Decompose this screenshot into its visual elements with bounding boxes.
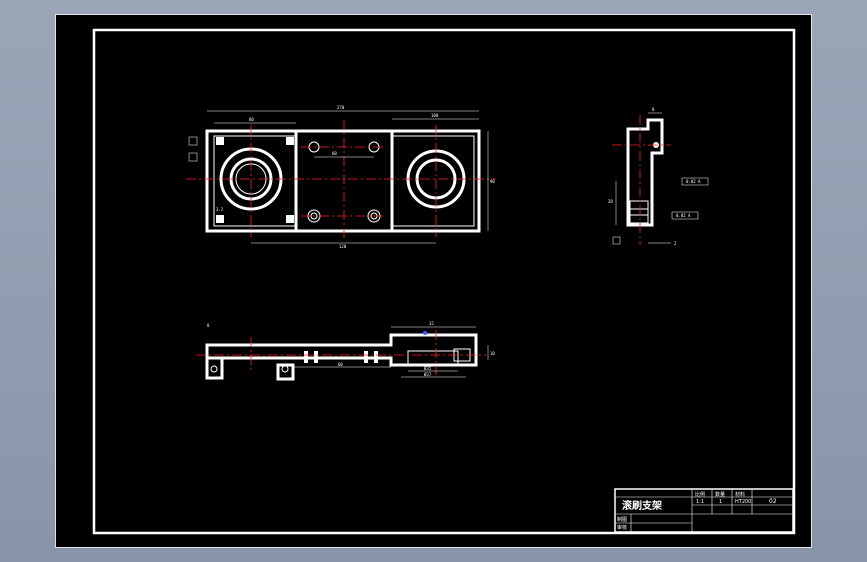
- front-view: 32 8 60 Ø35 Ø37 10: [196, 321, 495, 381]
- dim-side-top: 8: [652, 107, 655, 112]
- side-view-slot: [629, 200, 649, 224]
- tol-1: 0.02 A: [686, 179, 701, 184]
- dim-bottom: 120: [339, 244, 347, 249]
- top-view-outline: [205, 129, 481, 233]
- side-view: 8 0.02 A 0.02 A 28 2: [608, 107, 709, 246]
- dim-height: 90: [490, 179, 495, 184]
- dim-front-left: 8: [207, 323, 210, 328]
- dim-front-right-1: Ø35: [424, 366, 432, 371]
- front-mid-foot: [276, 363, 295, 381]
- top-view: 270 80 100 120 60 90 3.2: [186, 105, 496, 249]
- tb-col-material: 材料: [735, 491, 745, 498]
- tb-col-scale: 比例: [695, 491, 705, 498]
- dim-right-part: 100: [431, 113, 439, 118]
- dim-side-height: 28: [608, 199, 613, 204]
- dim-front-right-2: Ø37: [424, 372, 432, 377]
- part-name: 滚刷支架: [622, 499, 662, 512]
- dim-front-middle: 60: [338, 362, 343, 367]
- title-block: 滚刷支架 比例 数量 材料 1:1 1 HT200 02 制图 审核: [614, 488, 794, 533]
- front-left-foot: [205, 356, 224, 380]
- dim-front-right-height: 10: [490, 351, 495, 356]
- dim-side-bottom: 2: [674, 241, 677, 246]
- cursor-marker: [423, 331, 427, 335]
- tb-row-checked: 审核: [617, 524, 627, 531]
- dim-overall: 270: [337, 105, 345, 110]
- tb-row-drawn: 制图: [617, 516, 627, 523]
- top-view-right-inner: [391, 135, 475, 227]
- side-view-outline: [626, 118, 664, 227]
- dim-center: 60: [332, 151, 337, 156]
- dim-chamfer: 3.2: [216, 207, 224, 212]
- front-view-body: [205, 333, 478, 367]
- tol-2: 0.02 A: [676, 213, 691, 218]
- drawing-canvas: 270 80 100 120 60 90 3.2 8 0.02 A 0.02 A: [92, 28, 796, 535]
- tb-sheet-ref: 02: [769, 498, 777, 505]
- sheet-border: [92, 28, 796, 535]
- dim-front-top: 32: [429, 321, 434, 326]
- tb-val-material: HT200: [735, 499, 751, 505]
- dim-left-part: 80: [249, 117, 254, 122]
- tb-col-qty: 数量: [715, 491, 725, 498]
- tb-val-scale: 1:1: [696, 499, 704, 505]
- tb-val-qty: 1: [719, 499, 722, 505]
- cad-viewport[interactable]: 270 80 100 120 60 90 3.2 8 0.02 A 0.02 A: [55, 14, 812, 548]
